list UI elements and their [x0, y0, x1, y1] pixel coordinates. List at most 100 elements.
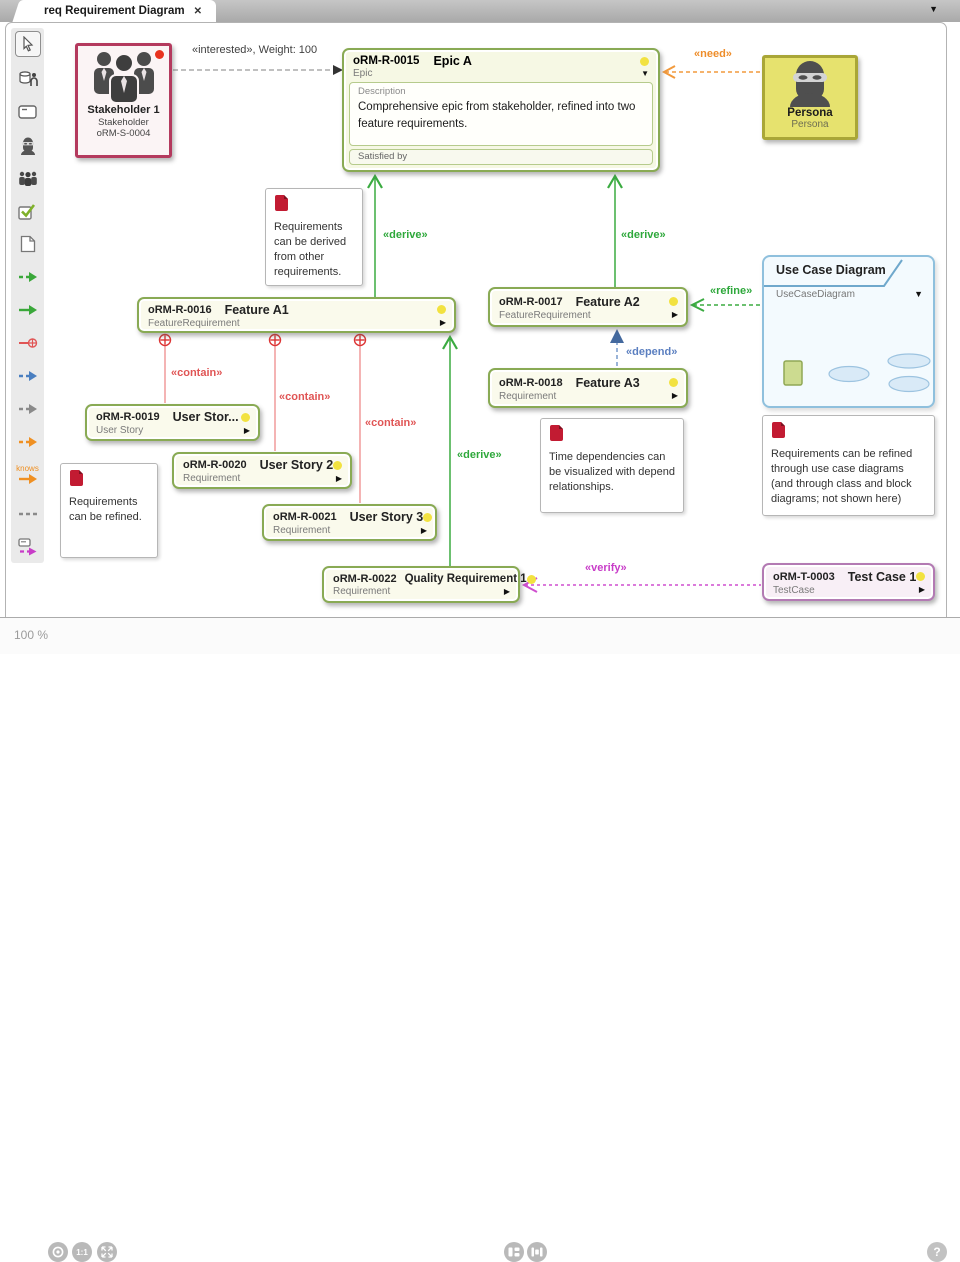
tab-close-icon[interactable]: ✕: [193, 5, 202, 17]
stakeholder-status-dot: [155, 50, 164, 59]
single-view-button[interactable]: [527, 1242, 547, 1262]
node-type: TestCase: [773, 584, 815, 596]
expand-icon[interactable]: ▶: [503, 586, 510, 596]
node-title: Feature A1: [224, 302, 289, 317]
node-type: Requirement: [333, 586, 391, 597]
node-type: FeatureRequirement: [148, 317, 240, 329]
stakeholder-people-icon: [93, 52, 154, 103]
edge-label-interested[interactable]: «interested», Weight: 100: [192, 44, 318, 56]
note-page-icon: [20, 235, 35, 253]
green-arrow-icon: [18, 305, 37, 315]
node-test-case-1[interactable]: oRM-T-0003 Test Case 1 TestCase ▶: [762, 563, 935, 601]
node-user-story-2[interactable]: oRM-R-0020 User Story 2 Requirement ▶: [172, 452, 352, 489]
blue-dashed-arrow-icon: [18, 371, 37, 381]
expand-icon[interactable]: ▶: [420, 525, 427, 535]
status-dot: [640, 56, 649, 66]
status-dot: [669, 297, 678, 306]
node-quality-requirement-1[interactable]: oRM-R-0022 Quality Requirement 1 Require…: [322, 566, 536, 603]
expand-icon[interactable]: ▶: [439, 318, 446, 327]
pointer-icon: [22, 36, 33, 52]
node-feature-a2[interactable]: oRM-R-0017 Feature A2 FeatureRequirement…: [488, 287, 688, 327]
collapse-icon[interactable]: ▼: [641, 68, 649, 78]
zoom-expand-button[interactable]: [97, 1242, 117, 1262]
depend-link-tool[interactable]: [17, 365, 39, 387]
persona-head-icon: [20, 137, 35, 155]
expand-arrows-icon: [101, 1246, 113, 1258]
note-refined[interactable]: Requirements can be refined.: [60, 463, 158, 558]
edge-label-contain-2[interactable]: «contain»: [279, 391, 331, 403]
stakeholder-group-tool[interactable]: [17, 167, 39, 189]
node-id: oRM-R-0016: [148, 303, 212, 316]
description-text: Comprehensive epic from stakeholder, ref…: [358, 101, 636, 130]
edge-label-derive-3[interactable]: «derive»: [457, 449, 502, 461]
note-derive[interactable]: Requirements can be derived from other r…: [265, 188, 363, 286]
requirement-box-icon: [18, 105, 37, 119]
tab-title: req Requirement Diagram: [44, 5, 185, 17]
knows-label: knows: [16, 464, 39, 473]
edge-label-derive-2[interactable]: «derive»: [621, 229, 666, 241]
stakeholder-tool[interactable]: [17, 68, 39, 90]
satisfy-link-tool[interactable]: [17, 299, 39, 321]
edge-label-verify[interactable]: «verify»: [585, 562, 627, 574]
node-id: oRM-R-0015: [353, 55, 420, 67]
satisfied-by-section: Satisfied by: [349, 149, 653, 165]
verify-link-tool[interactable]: [17, 536, 39, 558]
description-label: Description: [358, 86, 406, 97]
zoom-one-to-one-button[interactable]: 1:1: [72, 1242, 92, 1262]
node-user-story-1[interactable]: oRM-R-0019 User Stor... User Story ▶: [85, 404, 260, 441]
collapse-icon[interactable]: ▼: [914, 289, 923, 299]
node-id: oRM-R-0018: [499, 376, 563, 389]
dashes-icon: [18, 512, 37, 516]
derive-link-tool[interactable]: [17, 266, 39, 288]
requirement-check-tool[interactable]: [17, 200, 39, 222]
node-title: Persona: [787, 107, 833, 119]
zoom-level: 100 %: [14, 628, 49, 642]
edge-label-contain-1[interactable]: «contain»: [171, 367, 223, 379]
edge-label-derive-1[interactable]: «derive»: [383, 229, 428, 241]
node-type: User Story: [96, 425, 144, 436]
status-dot: [916, 572, 926, 581]
node-id: oRM-S-0004: [96, 128, 151, 139]
node-epic-a[interactable]: oRM-R-0015 Epic A Epic ▼ Description Com…: [342, 48, 660, 172]
status-dot: [437, 305, 446, 314]
node-use-case-diagram[interactable]: Use Case Diagram UseCaseDiagram ▼: [762, 255, 935, 408]
expand-icon[interactable]: ▶: [671, 310, 678, 319]
status-dot: [241, 412, 250, 422]
contain-link-tool[interactable]: [17, 332, 39, 354]
edge-label-contain-3[interactable]: «contain»: [365, 417, 417, 429]
pointer-tool[interactable]: [14, 31, 41, 57]
edge-label-refine[interactable]: «refine»: [710, 285, 753, 297]
node-user-story-3[interactable]: oRM-R-0021 User Story 3 Requirement ▶: [262, 504, 437, 541]
tab-requirement-diagram[interactable]: req Requirement Diagram ✕: [26, 0, 216, 22]
tab-list-dropdown-icon[interactable]: ▼: [929, 4, 938, 14]
note-depend[interactable]: Time dependencies can be visualized with…: [540, 418, 684, 513]
edge-label-depend[interactable]: «depend»: [626, 346, 678, 358]
help-button[interactable]: ?: [927, 1242, 947, 1262]
expand-icon[interactable]: ▶: [918, 585, 925, 594]
expand-icon[interactable]: ▶: [671, 391, 678, 400]
zoom-fit-button[interactable]: [48, 1242, 68, 1262]
green-dashed-arrow-icon: [18, 272, 37, 282]
node-feature-a3[interactable]: oRM-R-0018 Feature A3 Requirement ▶: [488, 368, 688, 408]
node-stakeholder-1[interactable]: Stakeholder 1 Stakeholder oRM-S-0004: [75, 43, 172, 158]
status-dot: [423, 512, 433, 522]
knows-link-tool[interactable]: knows: [16, 464, 39, 492]
separator-dashes-tool[interactable]: [17, 503, 39, 525]
need-link-tool[interactable]: [17, 431, 39, 453]
requirement-box-tool[interactable]: [17, 101, 39, 123]
note-text: Requirements can be refined through use …: [771, 448, 913, 505]
expand-icon[interactable]: ▶: [243, 425, 250, 435]
trace-link-tool[interactable]: [17, 398, 39, 420]
gray-dashed-arrow-icon: [18, 404, 37, 414]
persona-tool[interactable]: [17, 134, 39, 156]
split-view-button[interactable]: [504, 1242, 524, 1262]
node-type: Requirement: [273, 525, 331, 536]
node-type: FeatureRequirement: [499, 309, 591, 321]
node-feature-a1[interactable]: oRM-R-0016 Feature A1 FeatureRequirement…: [137, 297, 456, 333]
note-tool[interactable]: [17, 233, 39, 255]
expand-icon[interactable]: ▶: [335, 473, 342, 483]
people-group-icon: [18, 171, 37, 186]
node-persona[interactable]: Persona Persona: [762, 55, 858, 140]
edge-label-need[interactable]: «need»: [694, 48, 732, 60]
note-usecase-refine[interactable]: Requirements can be refined through use …: [762, 415, 935, 516]
